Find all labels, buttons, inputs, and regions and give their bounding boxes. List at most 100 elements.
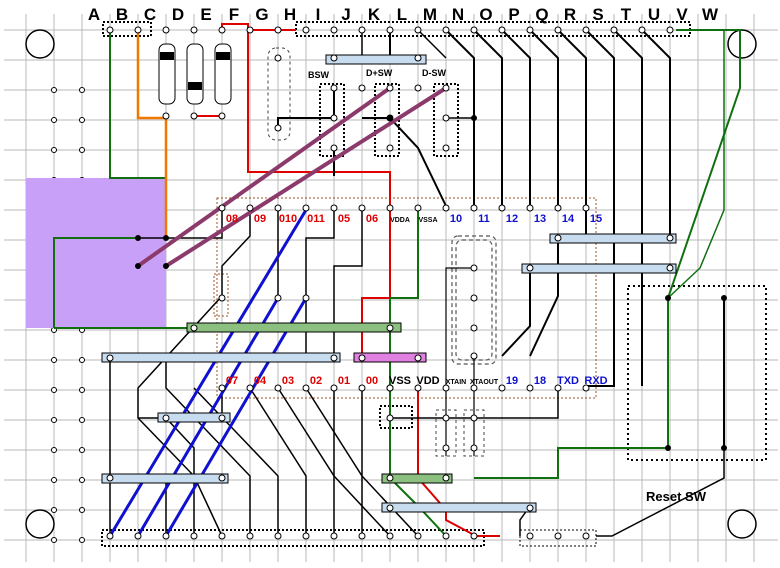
jumper-bar (157, 412, 231, 423)
hole (470, 264, 478, 272)
hole (442, 204, 450, 212)
hole (302, 204, 310, 212)
dminus-sw-label: D-SW (422, 68, 446, 78)
hole (498, 384, 506, 392)
hole (218, 414, 226, 422)
mcu-pin-label-bottom: 01 (338, 375, 350, 387)
hole (358, 532, 366, 540)
header-bottom (101, 529, 485, 547)
column-label: G (255, 5, 268, 24)
hole (554, 532, 562, 540)
solder-point (471, 115, 477, 121)
hole (386, 324, 394, 332)
hole (302, 384, 310, 392)
column-label: E (200, 5, 211, 24)
mcu-pin-label-bottom: 19 (506, 375, 518, 387)
hole (190, 26, 198, 34)
dplus-sw-label: D+SW (366, 68, 393, 78)
hole (246, 26, 254, 34)
hole (162, 414, 170, 422)
hole (358, 354, 366, 362)
hole (386, 504, 394, 512)
hole (610, 26, 618, 34)
resistors (158, 43, 232, 105)
hole (582, 204, 590, 212)
hole (274, 294, 282, 302)
hole (414, 532, 422, 540)
hole (470, 294, 478, 302)
hole (51, 357, 57, 363)
column-label: A (88, 5, 100, 24)
black-wire (529, 236, 559, 357)
mcu-pin-label-bottom: TXD (557, 375, 579, 387)
hole (218, 294, 226, 302)
reset-switch-outline (627, 285, 767, 461)
hole (358, 204, 366, 212)
hole (79, 507, 85, 513)
hole (526, 26, 534, 34)
column-label: P (508, 5, 519, 24)
hole (51, 387, 57, 393)
black-wire (361, 388, 419, 537)
solder-point (135, 235, 141, 241)
hole (470, 324, 478, 332)
hole (274, 26, 282, 34)
hole (51, 117, 57, 123)
hole (218, 26, 226, 34)
hole (274, 124, 282, 132)
hole (274, 384, 282, 392)
hole (386, 474, 394, 482)
hole (134, 532, 142, 540)
hole (386, 84, 394, 92)
hole (554, 26, 562, 34)
hole (302, 26, 310, 34)
column-label: S (592, 5, 603, 24)
green-wire (53, 237, 138, 328)
black-wire (333, 388, 391, 537)
mcu-pin-label-top: 011 (307, 213, 325, 225)
black-wire (641, 29, 671, 236)
hole (330, 204, 338, 212)
hole (330, 384, 338, 392)
hole (414, 84, 422, 92)
mounting-hole (727, 29, 757, 59)
column-label: F (229, 5, 239, 24)
hole (470, 414, 478, 422)
hole (442, 474, 450, 482)
jumpers (101, 54, 677, 513)
mcu-pin-label-top: 06 (366, 213, 378, 225)
column-label: O (479, 5, 492, 24)
hole (246, 532, 254, 540)
hole (79, 387, 85, 393)
hole (246, 204, 254, 212)
red-wire (247, 30, 391, 208)
hole (498, 26, 506, 34)
hole (526, 532, 534, 540)
jumper-bar (549, 233, 677, 244)
black-wire (138, 417, 195, 536)
mcu-pin-label-bottom: 03 (282, 375, 294, 387)
hole (51, 477, 57, 483)
hole (246, 384, 254, 392)
reset-switch-label: Reset SW (646, 489, 707, 504)
hole (358, 84, 366, 92)
solder-point (665, 445, 671, 451)
hole (162, 26, 170, 34)
hole (386, 532, 394, 540)
jumper-bar-green (381, 473, 453, 484)
hole (666, 234, 674, 242)
purple-wire (136, 86, 392, 268)
hole (302, 532, 310, 540)
header-bottom-right (519, 529, 597, 547)
hole (190, 112, 198, 120)
hole (106, 26, 114, 34)
column-label: U (648, 5, 660, 24)
column-label: K (368, 5, 381, 24)
mcu-pin-label-top: 11 (478, 213, 490, 225)
mcu-pin-label-top: 05 (338, 213, 350, 225)
mcu-pin-label-top: 13 (534, 213, 546, 225)
black-wire (221, 208, 251, 296)
hole (51, 417, 57, 423)
mcu-pin-label-top: 010 (279, 213, 297, 225)
